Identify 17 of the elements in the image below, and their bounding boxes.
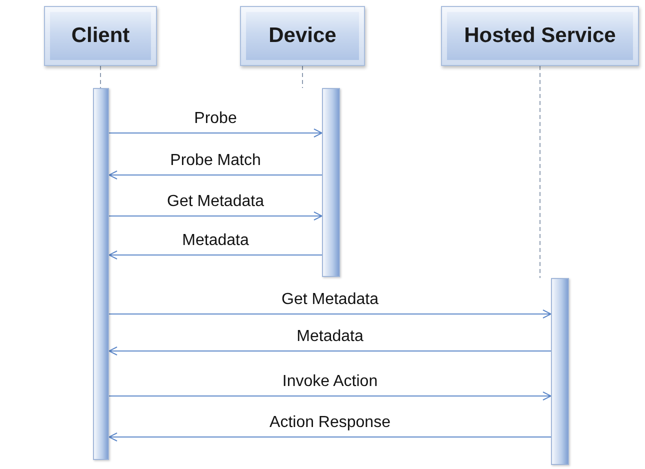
lifeline-header: Hosted Service [441,6,639,66]
message-arrow [108,128,322,138]
message-arrow [108,170,322,180]
message-arrow [108,392,552,400]
lifeline [100,66,101,88]
message-arrow [108,310,552,318]
activation-bar [322,88,340,277]
message-arrow [108,212,322,220]
lifeline [302,66,303,88]
lifeline-header: Client [44,6,157,66]
activation-bar [93,88,109,460]
message-arrow [108,250,322,260]
edge-label: Action Response [268,414,392,432]
message-arrow [108,346,552,356]
message-arrow [108,432,552,442]
activation-bar [551,278,569,465]
lifeline-header: Device [240,6,365,66]
